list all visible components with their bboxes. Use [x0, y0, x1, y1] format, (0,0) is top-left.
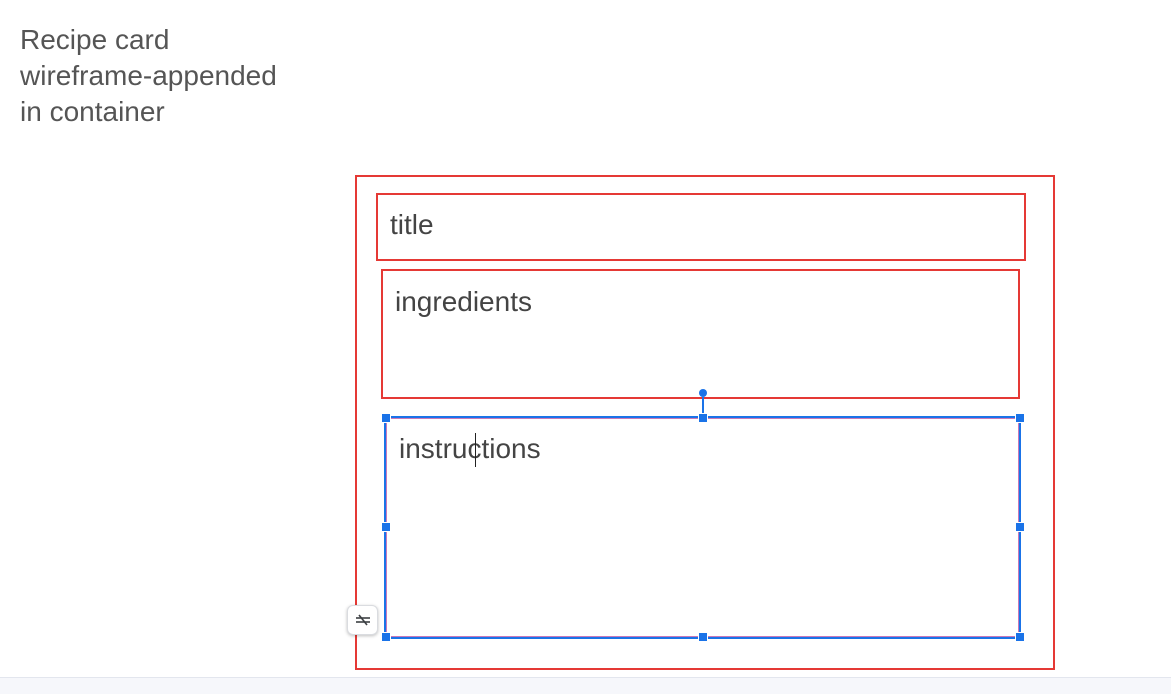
resize-handle-top-left[interactable] — [381, 413, 391, 423]
bottom-status-bar — [0, 677, 1171, 694]
resize-handle-middle-right[interactable] — [1015, 522, 1025, 532]
resize-handle-bottom-left[interactable] — [381, 632, 391, 642]
title-label: title — [390, 209, 434, 240]
resize-handle-top-center[interactable] — [698, 413, 708, 423]
instructions-label[interactable]: instructions — [399, 433, 541, 464]
resize-handle-bottom-right[interactable] — [1015, 632, 1025, 642]
recipe-card-container[interactable] — [355, 175, 1055, 670]
text-wrap-toggle-button[interactable] — [347, 605, 378, 635]
ingredients-placeholder-box[interactable]: ingredients — [381, 269, 1020, 399]
heading-line-1: Recipe card — [20, 24, 170, 55]
strikethrough-equals-icon — [355, 614, 370, 626]
rotate-handle-stem — [702, 397, 704, 416]
ingredients-label: ingredients — [395, 286, 532, 317]
resize-handle-bottom-center[interactable] — [698, 632, 708, 642]
heading-line-2: wireframe-appended — [20, 60, 277, 91]
resize-handle-top-right[interactable] — [1015, 413, 1025, 423]
heading-line-3: in container — [20, 96, 165, 127]
page-heading[interactable]: Recipe card wireframe-appended in contai… — [20, 22, 340, 130]
title-placeholder-box[interactable]: title — [376, 193, 1026, 261]
instructions-placeholder-box-selected[interactable]: instructions — [384, 416, 1021, 639]
resize-handle-middle-left[interactable] — [381, 522, 391, 532]
text-caret — [475, 433, 476, 467]
rotate-handle[interactable] — [699, 389, 707, 397]
